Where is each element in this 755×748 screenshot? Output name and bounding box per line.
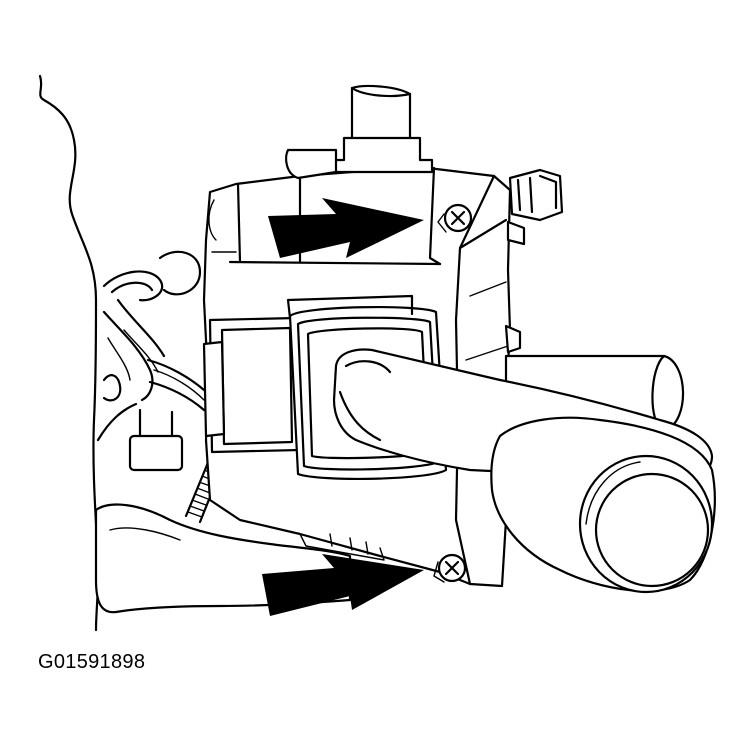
top-shaft: [285, 84, 434, 180]
wiper-switch-lever: [332, 348, 716, 594]
dash-panel-outline: [38, 74, 100, 632]
lower-screw: [433, 553, 467, 583]
upper-right-connector: [506, 168, 564, 246]
wiring-harness: [96, 250, 206, 472]
steering-column-switch-diagram: [38, 74, 716, 632]
upper-fastener-arrow: [268, 198, 424, 258]
upper-screw: [437, 203, 473, 233]
figure-id-label: G01591898: [38, 651, 146, 673]
lower-fastener-arrow: [262, 554, 424, 616]
